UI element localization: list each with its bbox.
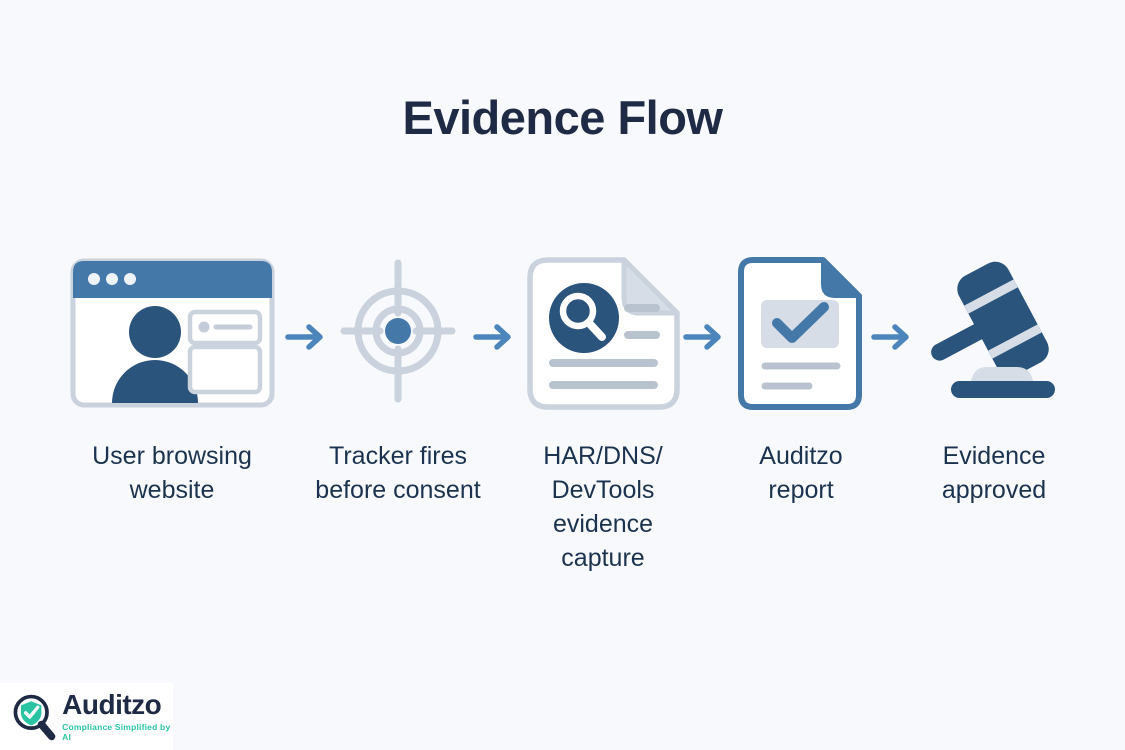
arrow-right-icon [473, 324, 511, 350]
auditzo-magnifier-shield-icon [13, 694, 56, 740]
step-label-evidence-approved: Evidence approved [941, 442, 1047, 504]
brand-name: Auditzo [62, 689, 162, 720]
brand-logo: Auditzo Compliance Simplified by AI [0, 683, 173, 750]
flow-step-auditzo-report: Auditzo report [676, 253, 926, 507]
flow-step-user-browsing: User browsing website [47, 253, 297, 507]
tracker-target-icon [340, 259, 456, 403]
arrow-right-icon [285, 324, 323, 350]
gavel-icon [931, 261, 1055, 398]
arrow-right-icon [683, 324, 721, 350]
arrow-right-icon [871, 324, 909, 350]
step-label-tracker-fires: Tracker fires before consent [315, 442, 481, 504]
icon-area [273, 253, 523, 413]
icon-area [47, 253, 297, 413]
logo-text: Auditzo Compliance Simplified by AI [62, 689, 173, 743]
icon-area [869, 253, 1119, 413]
flow-step-evidence-approved: Evidence approved [869, 253, 1119, 507]
brand-tagline: Compliance Simplified by AI [62, 722, 171, 742]
icon-area [676, 253, 926, 413]
step-label-evidence-capture: HAR/DNS/ DevTools evidence capture [543, 442, 663, 572]
icon-area [478, 253, 728, 413]
step-label-user-browsing: User browsing website [92, 442, 252, 504]
evidence-capture-document-icon [526, 256, 680, 410]
page-title: Evidence Flow [402, 91, 723, 144]
flow-step-tracker-fires: Tracker fires before consent [273, 253, 523, 507]
report-document-icon [738, 256, 862, 410]
flow-step-evidence-capture: HAR/DNS/ DevTools evidence capture [478, 253, 728, 575]
step-label-auditzo-report: Auditzo report [759, 442, 843, 504]
browser-user-icon [70, 258, 274, 408]
